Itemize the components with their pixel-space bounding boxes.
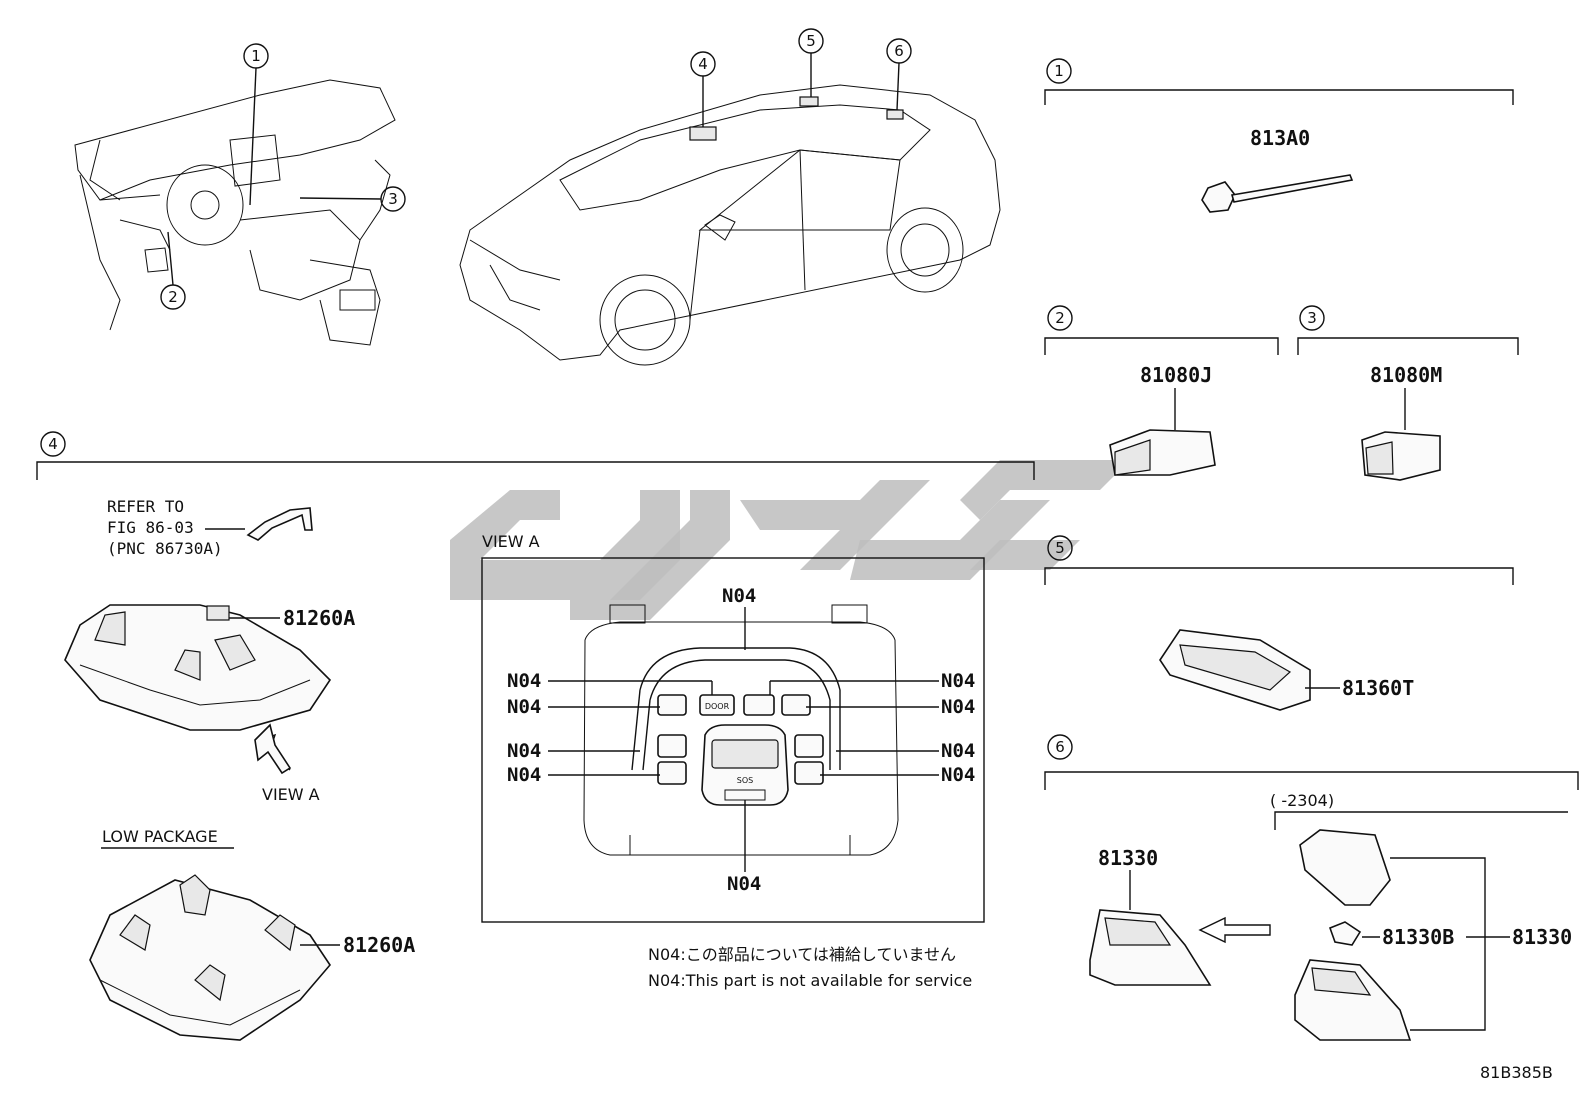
svg-text:3: 3 (1307, 309, 1317, 327)
part-number-81260A-low: 81260A (343, 933, 415, 957)
part-81360T-illustration (1159, 629, 1311, 711)
note-japanese: N04:この部品については補給していません (648, 945, 956, 964)
section-1: 1 813A0 (1044, 58, 1514, 213)
date-range-label: ( -2304) (1270, 791, 1334, 810)
n04-label-r3: N04 (941, 740, 975, 762)
callout-5-car: 5 (798, 28, 824, 97)
n04-label-r1: N04 (941, 670, 975, 692)
callout-2-top: 2 (160, 231, 186, 310)
svg-text:5: 5 (1055, 539, 1065, 557)
part-number-81080J: 81080J (1140, 363, 1212, 387)
part-81330B-bulb-illustration (1328, 921, 1362, 946)
console-button-map-light (743, 694, 775, 716)
n04-label-r4: N04 (941, 764, 975, 786)
refer-line-2: FIG 86-03 (107, 518, 194, 537)
part-number-81330-right: 81330 (1512, 925, 1572, 949)
diagram-id: 81B385B (1480, 1063, 1553, 1082)
low-package-label: LOW PACKAGE (102, 827, 218, 846)
part-81080M-illustration (1361, 431, 1441, 481)
svg-text:SOS: SOS (737, 776, 753, 785)
watermark-logo (450, 460, 1130, 620)
callout-6-car: 6 (886, 38, 912, 111)
note-english: N04:This part is not available for servi… (648, 971, 972, 990)
view-a-title: VIEW A (482, 532, 540, 551)
n04-label-l1: N04 (507, 670, 541, 692)
part-81330-upper-illustration (1299, 829, 1391, 906)
view-a-arrow-label: VIEW A (262, 785, 320, 804)
console-81260A-top-illustration (64, 604, 332, 731)
refer-line-1: REFER TO (107, 497, 184, 516)
svg-text:5: 5 (806, 32, 816, 50)
part-81330-lower-illustration (1294, 959, 1412, 1041)
svg-text:3: 3 (388, 190, 398, 208)
part-81330-left-illustration (1089, 909, 1212, 986)
view-a-panel: VIEW A DOOR SOS N04 N04 N04 N04 (481, 532, 985, 923)
svg-text:1: 1 (1054, 62, 1064, 80)
n04-label-l2: N04 (507, 696, 541, 718)
console-button-right-3 (794, 761, 824, 785)
section-3: 3 81080M (1297, 305, 1519, 481)
svg-text:2: 2 (168, 288, 178, 306)
svg-text:1: 1 (251, 47, 261, 65)
svg-text:DOOR: DOOR (705, 702, 730, 711)
part-number-81330-left: 81330 (1098, 846, 1158, 870)
svg-text:2: 2 (1055, 309, 1065, 327)
n04-label-l4: N04 (507, 764, 541, 786)
dashboard-illustration (74, 79, 396, 346)
console-button-door (699, 694, 735, 716)
svg-text:4: 4 (698, 55, 708, 73)
arrow-left-icon (1198, 916, 1271, 944)
section-2: 2 81080J (1044, 305, 1279, 476)
n04-label-bottom: N04 (727, 873, 761, 895)
svg-text:6: 6 (894, 42, 904, 60)
console-button-left-2 (657, 734, 687, 758)
part-number-813A0: 813A0 (1250, 126, 1310, 150)
callout-4-car: 4 (690, 51, 716, 127)
n04-label-top: N04 (722, 585, 756, 607)
n04-label-r2: N04 (941, 696, 975, 718)
part-81080J-illustration (1109, 429, 1216, 476)
section-5: 5 81360T (1044, 535, 1514, 711)
console-button-right-2 (794, 734, 824, 758)
part-number-81080M: 81080M (1370, 363, 1442, 387)
svg-text:6: 6 (1055, 738, 1065, 756)
callout-3-top: 3 (299, 186, 406, 212)
section-4: 4 REFER TO FIG 86-03 (PNC 86730A) 81260A… (36, 431, 1035, 1041)
part-number-81330B: 81330B (1382, 925, 1454, 949)
console-button-left-1 (657, 694, 687, 716)
part-number-81360T: 81360T (1342, 676, 1414, 700)
section-6: 6 ( -2304) 81330 81330B 81330 (1044, 734, 1579, 1041)
callout-1-top: 1 (243, 43, 269, 206)
console-button-right-1 (781, 694, 811, 716)
refer-line-3: (PNC 86730A) (107, 539, 223, 558)
svg-text:4: 4 (48, 435, 58, 453)
n04-label-l3: N04 (507, 740, 541, 762)
part-number-81260A-top: 81260A (283, 606, 355, 630)
console-81260A-low-illustration (89, 874, 332, 1041)
car-illustration (459, 84, 1001, 366)
part-813A0-illustration (1201, 174, 1354, 213)
console-button-left-3 (657, 761, 687, 785)
